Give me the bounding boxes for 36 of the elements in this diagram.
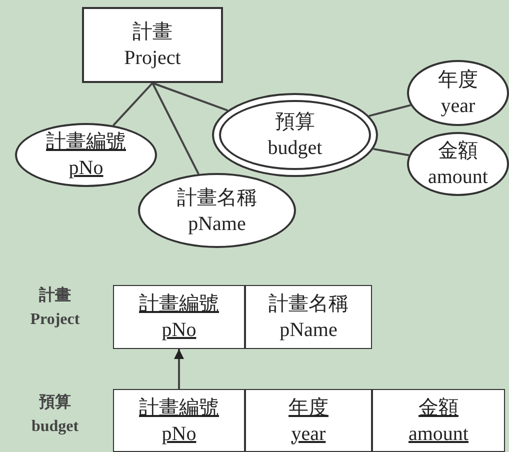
chinese-name: 預算: [275, 110, 315, 135]
connector-line: [152, 82, 200, 174]
table-name: budget: [30, 418, 80, 436]
chinese-name: 計畫: [132, 20, 172, 45]
chinese-name: 計畫名稱: [268, 292, 348, 317]
chinese-name: 年度: [438, 68, 478, 93]
english-name: pNo: [162, 318, 196, 343]
chinese-name: 金額: [438, 139, 478, 164]
english-name: year: [291, 422, 326, 446]
connector-line: [152, 82, 228, 112]
english-name: amount: [428, 165, 488, 190]
table-cell: [245, 285, 372, 349]
chinese-name: 計畫編號: [139, 396, 219, 420]
english-name: year: [440, 94, 476, 119]
english-name: pName: [188, 212, 246, 236]
chinese-name: 金額: [418, 396, 458, 420]
chinese-name: 計畫名稱: [177, 186, 257, 210]
entity-box: [82, 7, 223, 83]
table-name: Project: [29, 311, 81, 329]
english-name: pNo: [162, 422, 196, 446]
english-name: pName: [280, 318, 338, 343]
table-cell: [245, 389, 372, 452]
table-cell: [372, 389, 505, 452]
english-name: Project: [124, 46, 181, 71]
chinese-name: 計畫編號: [139, 292, 219, 317]
arrow: [174, 349, 184, 389]
chinese-name: 計畫編號: [46, 130, 126, 155]
table-cell: [113, 389, 245, 452]
table-name: 預算: [38, 392, 72, 413]
english-name: budget: [268, 136, 322, 161]
table-name: 計畫: [38, 285, 72, 306]
table-cell: [113, 285, 245, 349]
english-name: amount: [408, 422, 468, 446]
english-name: pNo: [68, 156, 104, 181]
connector-line: [368, 104, 411, 117]
chinese-name: 年度: [288, 396, 328, 420]
